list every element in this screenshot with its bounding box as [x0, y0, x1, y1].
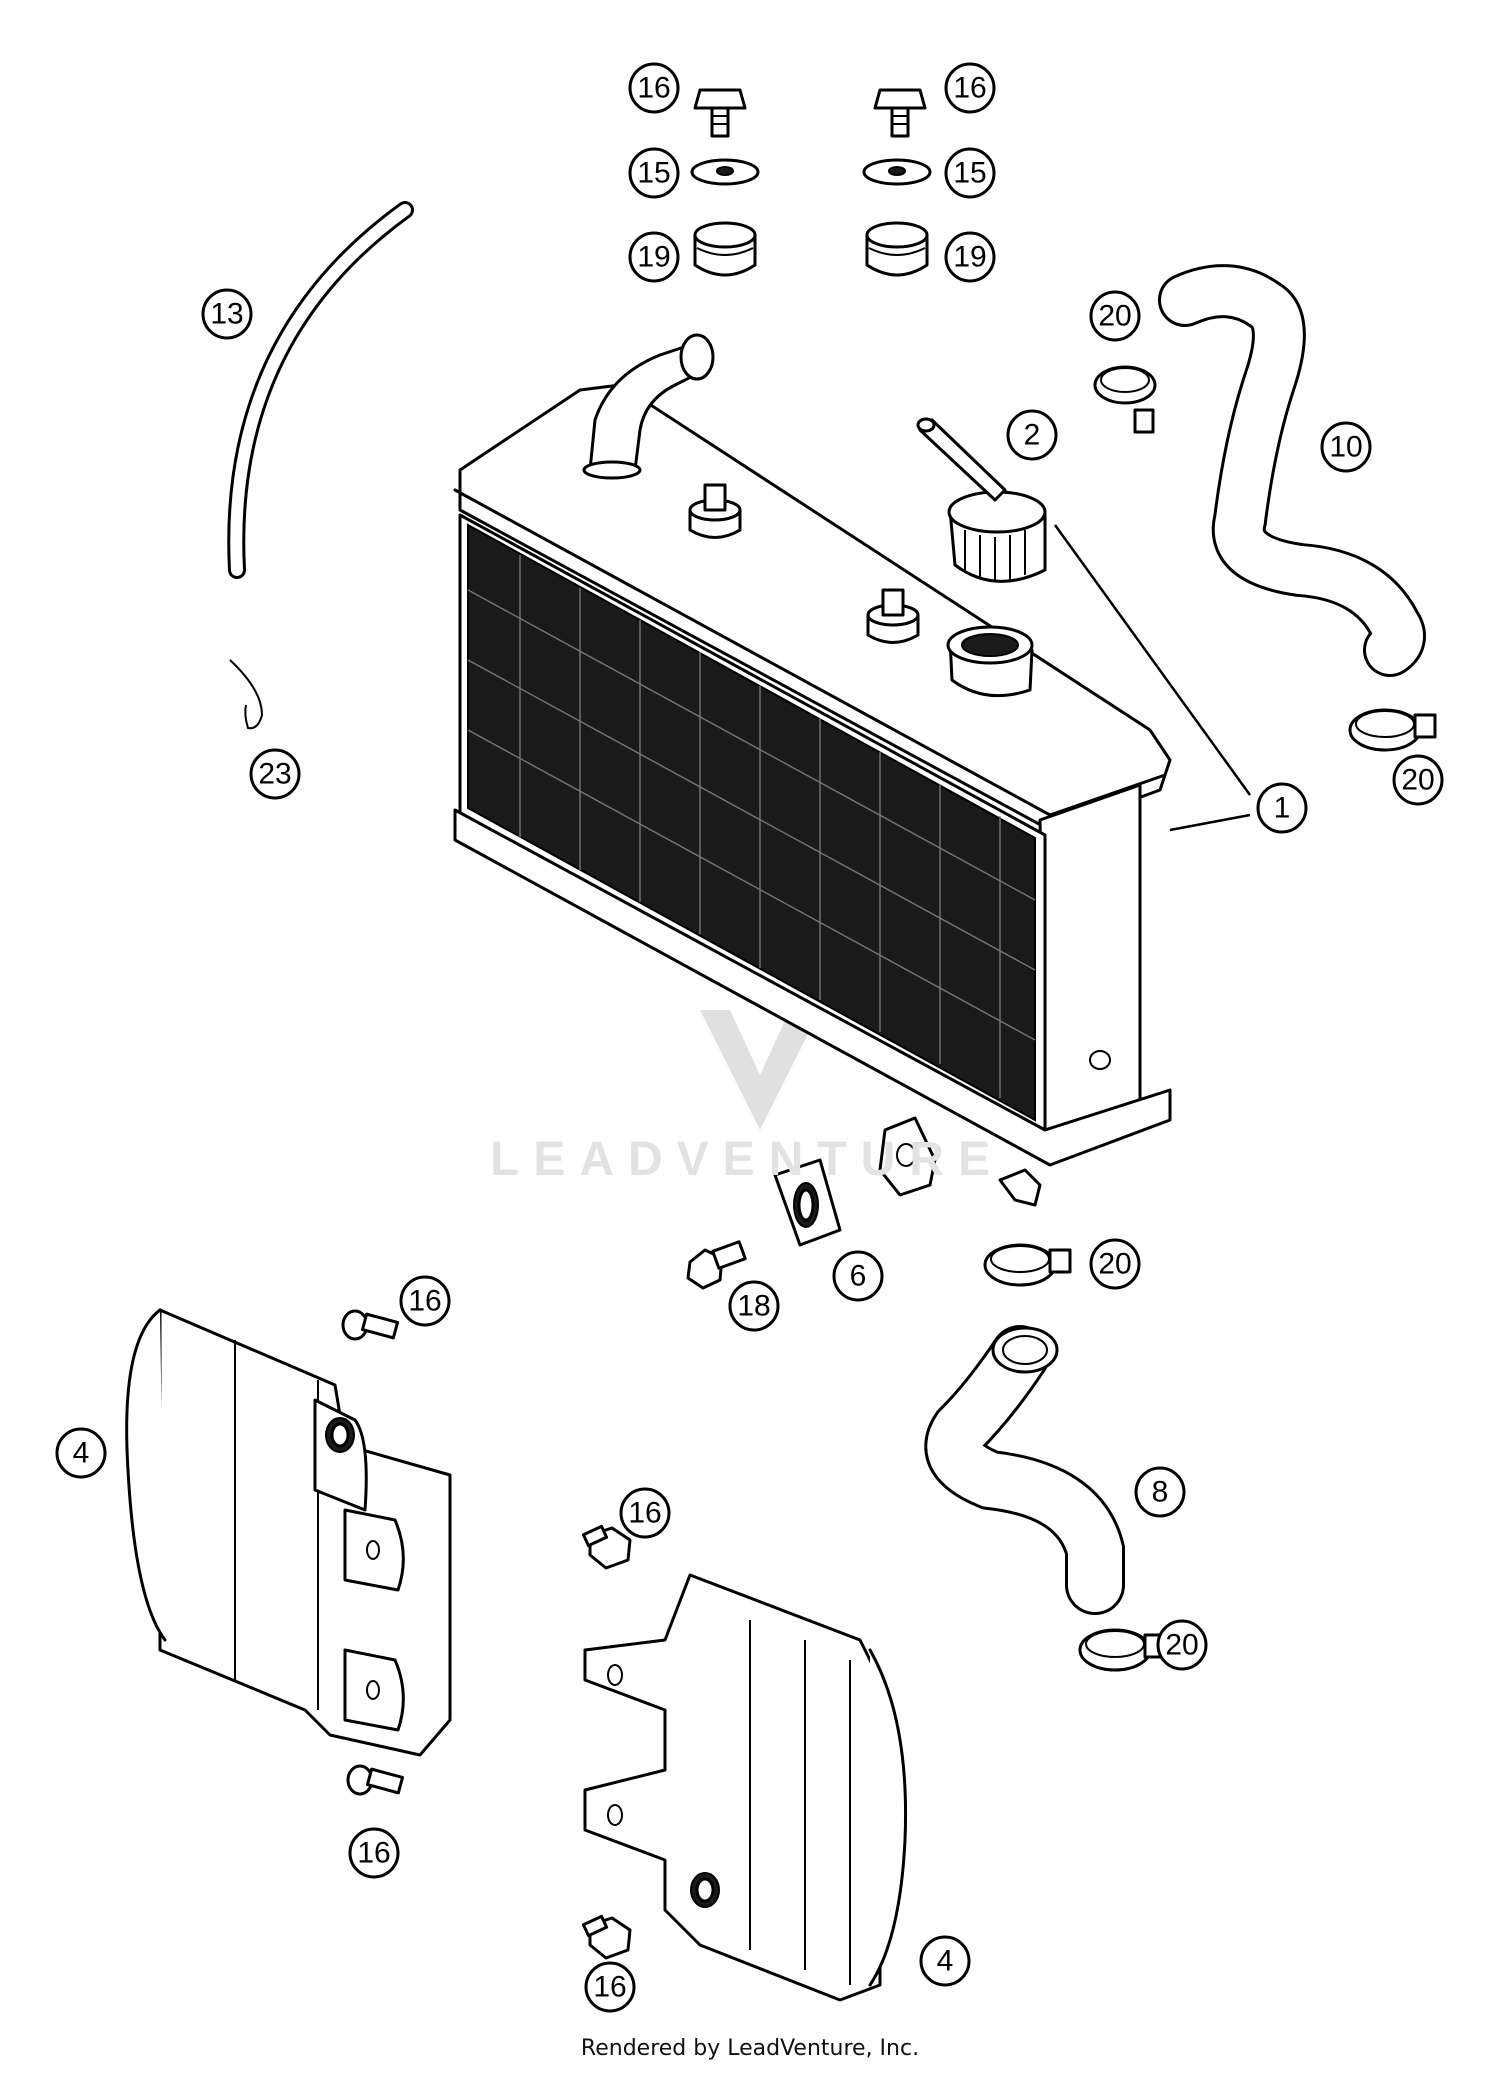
overflow-hose [227, 201, 414, 579]
callout-23: 23 [249, 748, 301, 800]
callout-16: 16 [944, 62, 996, 114]
svg-text:4: 4 [937, 1945, 954, 1978]
callout-19: 19 [944, 231, 996, 283]
hose-clamp [1093, 365, 1157, 434]
flange-bolt [693, 88, 747, 138]
flange-bolt [581, 1914, 632, 1960]
svg-text:16: 16 [357, 1837, 390, 1870]
washer [862, 158, 932, 186]
rubber-mount-bracket [773, 1158, 842, 1247]
svg-text:20: 20 [1401, 764, 1434, 797]
svg-text:4: 4 [73, 1437, 90, 1470]
flange-bolt [346, 1764, 405, 1796]
footer-credit: Rendered by LeadVenture, Inc. [580, 2036, 920, 2061]
svg-text:19: 19 [637, 241, 670, 274]
callout-15: 15 [628, 147, 680, 199]
callout-18: 18 [728, 1280, 780, 1332]
callout-20: 20 [1089, 1238, 1141, 1290]
svg-text:20: 20 [1098, 300, 1131, 333]
svg-text:16: 16 [408, 1285, 441, 1318]
callout-19: 19 [628, 231, 680, 283]
svg-text:16: 16 [628, 1497, 661, 1530]
svg-text:15: 15 [637, 157, 670, 190]
radiator-guard-right [583, 1573, 908, 2002]
callout-16: 16 [399, 1275, 451, 1327]
watermark-logo [700, 1010, 820, 1130]
hose-clamp [1078, 1628, 1167, 1672]
svg-text:15: 15 [953, 157, 986, 190]
svg-text:16: 16 [593, 1971, 626, 2004]
flange-bolt [873, 88, 927, 138]
radiator-guard-left [125, 1308, 452, 1757]
callout-10: 10 [1320, 421, 1372, 473]
callout-20: 20 [1089, 290, 1141, 342]
callout-6: 6 [832, 1250, 884, 1302]
hex-bolt [686, 1240, 747, 1290]
radiator [453, 333, 1172, 1207]
svg-text:2: 2 [1024, 419, 1041, 452]
radiator-cap [916, 417, 1047, 583]
callout-2: 2 [1006, 409, 1058, 461]
callout-16: 16 [628, 62, 680, 114]
svg-text:6: 6 [850, 1260, 867, 1293]
svg-text:18: 18 [737, 1290, 770, 1323]
hose-clip [229, 659, 264, 730]
hose-clamp [983, 1243, 1072, 1287]
svg-text:23: 23 [258, 758, 291, 791]
flange-bolt [581, 1524, 632, 1570]
flange-bolt [341, 1309, 400, 1341]
watermark: LEADVENTURE [490, 1133, 1005, 1186]
callout-15: 15 [944, 147, 996, 199]
washer [690, 158, 760, 186]
svg-text:8: 8 [1152, 1476, 1169, 1509]
radiator-hose-upper [1158, 264, 1426, 677]
callout-20: 20 [1392, 754, 1444, 806]
svg-text:16: 16 [637, 72, 670, 105]
svg-text:20: 20 [1165, 1629, 1198, 1662]
callout-4: 4 [55, 1427, 107, 1479]
svg-text:16: 16 [953, 72, 986, 105]
svg-text:20: 20 [1098, 1248, 1131, 1281]
callout-8: 8 [1134, 1466, 1186, 1518]
callout-4: 4 [919, 1935, 971, 1987]
svg-text:10: 10 [1329, 431, 1362, 464]
svg-text:1: 1 [1274, 792, 1291, 825]
svg-text:19: 19 [953, 241, 986, 274]
callout-13: 13 [201, 288, 253, 340]
callout-16: 16 [348, 1827, 400, 1879]
callout-16: 16 [619, 1487, 671, 1539]
rubber-grommet [693, 221, 757, 277]
callout-20: 20 [1156, 1619, 1208, 1671]
callout-1: 1 [1256, 782, 1308, 834]
leader-line-1 [1053, 524, 1252, 832]
radiator-core-fins [467, 523, 1036, 1122]
callout-16: 16 [584, 1961, 636, 2013]
hose-clamp [1348, 708, 1437, 752]
svg-text:13: 13 [210, 298, 243, 331]
rubber-grommet [865, 221, 929, 277]
radiator-hose-lower [924, 1325, 1125, 1615]
